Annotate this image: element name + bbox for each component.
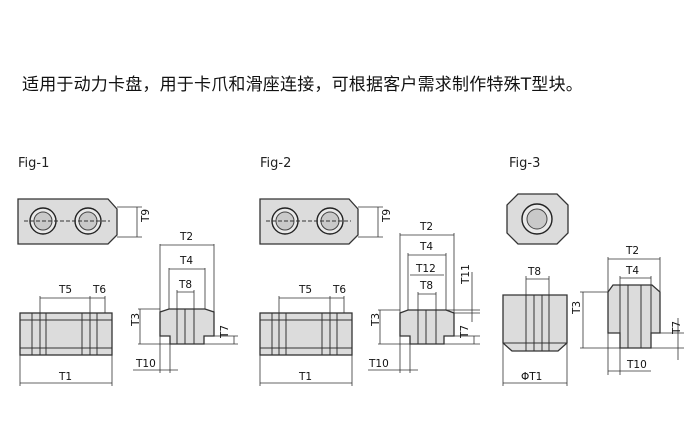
fig-2-t11-label: T11 — [460, 264, 472, 285]
fig-3-label: Fig-3 — [509, 156, 541, 171]
fig-1-t8-label: T8 — [178, 279, 192, 291]
fig-1-side-view — [19, 296, 113, 386]
fig-3-phi-t1-label: ΦT1 — [521, 371, 542, 383]
description-heading: 适用于动力卡盘，用于卡爪和滑座连接，可根据客户需求制作特殊T型块。 — [22, 75, 583, 95]
fig-3-t4-label: T4 — [625, 265, 639, 277]
fig-1-t5-label: T5 — [58, 284, 72, 296]
fig-2-t3-label: T3 — [370, 313, 382, 327]
fig-2-top-view — [259, 198, 383, 245]
fig-3-side-view — [502, 276, 568, 386]
fig-2-t10-label: T10 — [368, 358, 389, 370]
fig-2-t5-label: T5 — [298, 284, 312, 296]
fig-1-t1-label: T1 — [58, 371, 72, 383]
fig-2-t8-label: T8 — [419, 280, 433, 292]
fig-1-drawing: T9 T5 T6 T1 — [17, 198, 238, 386]
fig-2-profile-view — [368, 233, 480, 373]
fig-2-t4-label: T4 — [419, 241, 433, 253]
fig-2-t6-label: T6 — [332, 284, 346, 296]
fig-2-drawing: T9 T5 T6 T1 — [259, 198, 480, 386]
fig-1-t7-label: T7 — [219, 325, 231, 339]
fig-3-t2-label: T2 — [625, 245, 639, 257]
fig-1-top-view — [17, 198, 142, 245]
fig-3-top-view — [506, 193, 569, 245]
fig-1-t4-label: T4 — [179, 255, 193, 267]
fig-3-t7-label: T7 — [671, 321, 683, 335]
fig-1-t3-label: T3 — [130, 313, 142, 327]
fig-2-t2-label: T2 — [419, 221, 433, 233]
fig-2-t9-label: T9 — [381, 209, 393, 223]
fig-2-label: Fig-2 — [260, 156, 292, 171]
fig-1-t9-label: T9 — [140, 209, 152, 223]
fig-3-t3-label: T3 — [571, 301, 583, 315]
fig-1-t10-label: T10 — [135, 358, 156, 370]
fig-1-t6-label: T6 — [92, 284, 106, 296]
fig-3-profile-view — [580, 257, 684, 375]
fig-2-t1-label: T1 — [298, 371, 312, 383]
fig-2-t7-label: T7 — [459, 325, 471, 339]
fig-1-t2-label: T2 — [179, 231, 193, 243]
fig-3-drawing: T8 ΦT1 — [502, 193, 684, 386]
fig-2-side-view — [259, 296, 353, 386]
fig-3-t8-label: T8 — [527, 266, 541, 278]
fig-1-profile-view — [133, 244, 238, 373]
fig-2-t12-label: T12 — [415, 263, 436, 275]
fig-1-label: Fig-1 — [18, 156, 50, 171]
fig-3-t10-label: T10 — [626, 359, 647, 371]
